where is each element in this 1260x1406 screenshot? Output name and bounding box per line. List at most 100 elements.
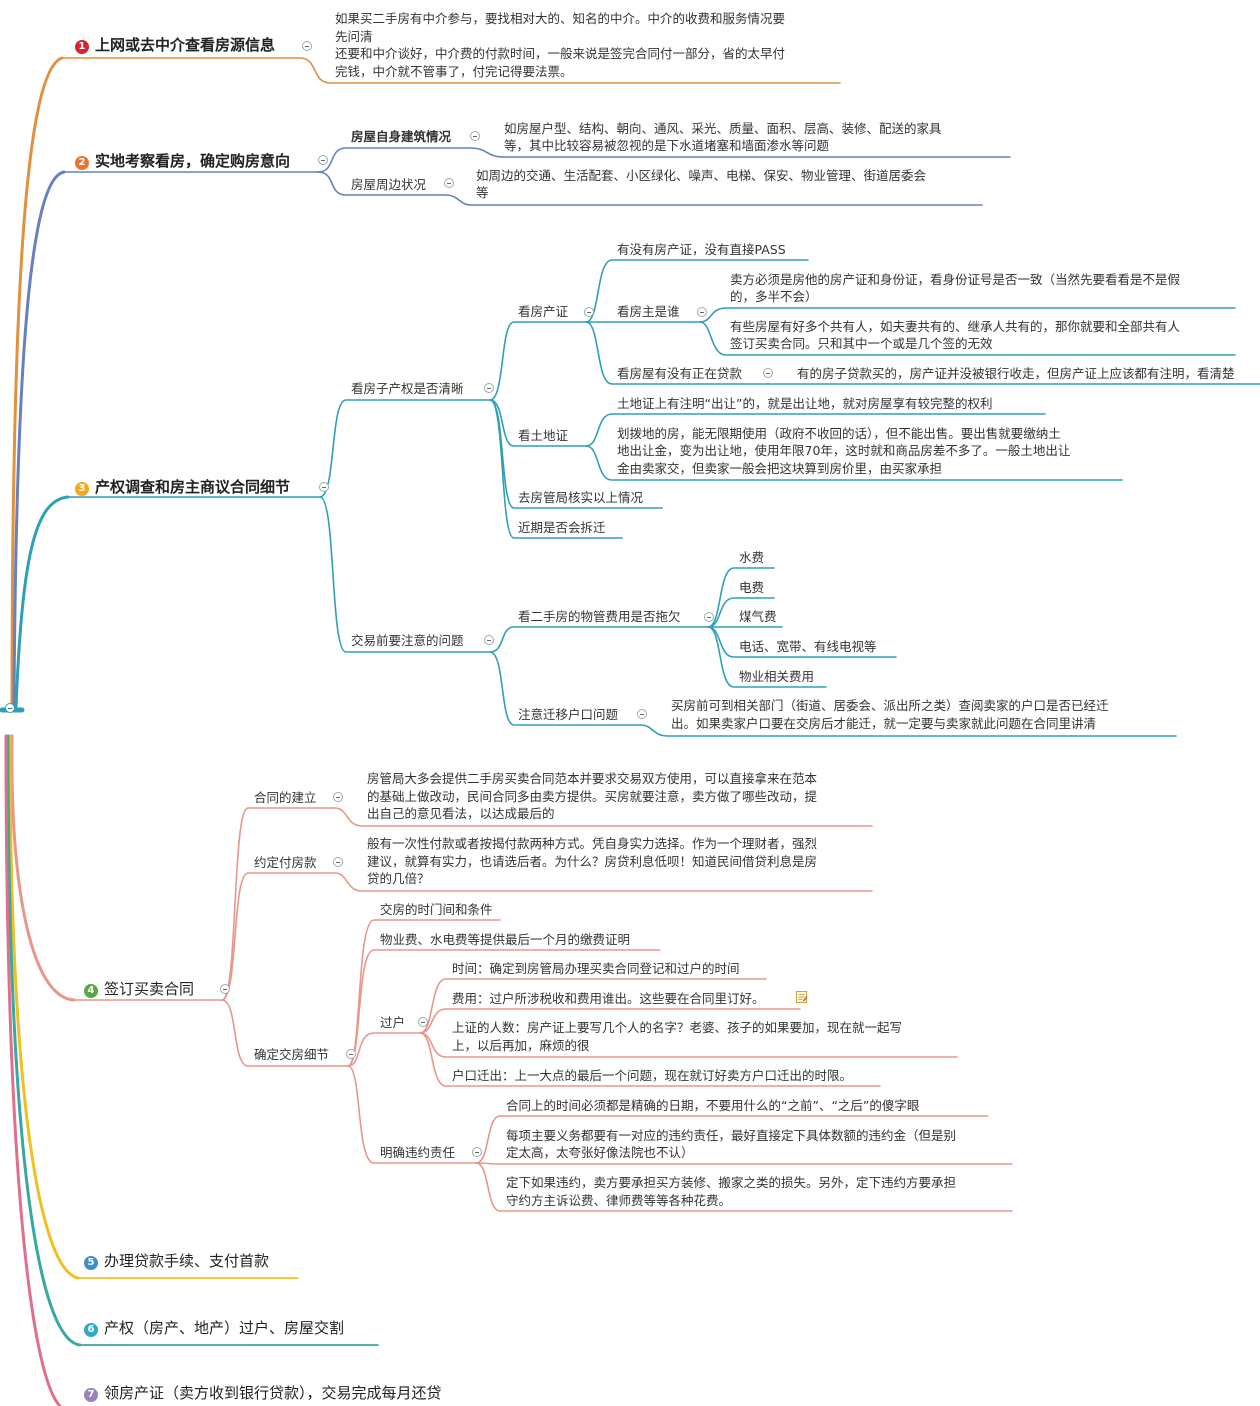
owner-detail-2-line-1: 有些房屋有好多个共有人，如夫妻共有的、继承人共有的，那你就要和全部共有人 [730,319,1181,334]
handover-time-item: 交房的时门间和条件 [380,902,493,917]
fee-electricity: 电费 [739,580,765,595]
handover-details-node[interactable]: 确定交房细节 [254,1047,330,1062]
owner-detail-2-line-2: 签订买卖合同。只和其中一个或是几个签的无效 [730,336,993,351]
property-certificate-node[interactable]: 看房产证 [518,304,569,319]
collapse-toggle-icon[interactable] [697,307,707,317]
title-holders-line-1: 上证的人数：房产证上要写几个人的名字？老婆、孩子的如果要加，现在就一起写 [452,1020,903,1035]
branch-1-note-line-1: 如果买二手房有中介参与，要找相对大的、知名的中介。中介的收费和服务情况要 [335,11,786,26]
payment-node[interactable]: 约定付房款 [254,855,317,870]
household-detail-line-2: 出。如果卖家户口要在交房后才能迁，就一定要与卖家就此问题在合同里讲清 [671,716,1097,731]
allocated-land-line-2: 地出让金，变为出让地，使用年限70年，这时就和商品房差不多了。一般土地出让 [617,443,1071,458]
badge-1: 1 [75,40,89,54]
surroundings-detail-1: 如周边的交通、生活配套、小区绿化、噪声、电梯、保安、物业管理、街道居委会 [476,168,927,183]
badge-5: 5 [84,1256,98,1270]
collapse-toggle-icon[interactable] [346,1049,356,1059]
collapse-toggle-icon[interactable] [704,612,714,622]
collapse-toggle-icon[interactable] [470,131,480,141]
badge-6: 6 [84,1323,98,1337]
collapse-toggle-icon[interactable] [484,635,494,645]
land-transfer-item: 土地证上有注明“出让”的，就是出让地，就对房屋享有较完整的权利 [617,396,993,411]
utility-proof-item: 物业费、水电费等提供最后一个月的缴费证明 [380,932,631,947]
payment-line-1: 般有一次性付款或者按揭付款两种方式。凭自身实力选择。作为一个理财者，强烈 [367,836,818,851]
collapse-toggle-icon[interactable] [418,1017,428,1027]
owner-detail-1-line-2: 的，多半不会） [730,289,818,304]
transfer-node[interactable]: 过户 [380,1015,406,1030]
payment-line-2: 建议，就算有实力，也请选后者。为什么？房贷利息低呗！知道民间借贷利息是房 [367,854,818,869]
fee-telecom: 电话、宽带、有线电视等 [739,639,877,654]
surroundings-detail-2: 等 [476,185,489,200]
fee-gas: 煤气费 [739,609,777,624]
collapse-toggle-icon[interactable] [319,482,329,492]
branch-2-label: 实地考察看房，确定购房意向 [95,152,291,170]
branch-5-title[interactable]: 5 办理贷款手续、支付首款 [84,1251,269,1271]
collapse-toggle-icon[interactable] [302,41,312,51]
fee-property: 物业相关费用 [739,669,815,684]
household-detail-line-1: 买房前可到相关部门（街道、居委会、派出所之类）查阅卖家的户口是否已经迁 [671,698,1109,713]
branch-1-title[interactable]: 1 上网或去中介查看房源信息 [75,35,275,55]
branch-7-title[interactable]: 7 领房产证（卖方收到银行贷款），交易完成每月还贷 [84,1383,442,1403]
payment-line-3: 贷的几倍？ [367,871,430,886]
collapse-toggle-icon[interactable] [584,307,594,317]
breach-liability-node[interactable]: 明确违约责任 [380,1145,456,1160]
demolition-item: 近期是否会拆迁 [518,520,606,535]
collapse-toggle-icon[interactable] [637,709,647,719]
title-holders-line-2: 上，以后再加，麻烦的很 [452,1038,590,1053]
collapse-toggle-icon[interactable] [472,1147,482,1157]
allocated-land-line-3: 金由卖家交，但卖家一般会把这块算到房价里，由买家承担 [617,461,943,476]
collapse-toggle-icon[interactable] [444,178,454,188]
collapse-toggle-icon[interactable] [484,383,494,393]
branch-2-title[interactable]: 2 实地考察看房，确定购房意向 [75,151,290,171]
collapse-toggle-icon[interactable] [333,792,343,802]
branch-1-note-line-3: 还要和中介谈好，中介费的付款时间，一般来说是签完合同付一部分，省的太早付 [335,46,786,61]
transfer-time-item: 时间：确定到房管局办理买卖合同登记和过户的时间 [452,961,740,976]
breach-penalty-line-1: 每项主要义务都要有一对应的违约责任，最好直接定下具体数额的违约金（但是别 [506,1128,957,1143]
breach-penalty-line-2: 定太高，太夸张好像法院也不认） [506,1145,694,1160]
building-condition-detail-2: 等，其中比较容易被忽视的是下水道堵塞和墙面渗水等问题 [504,138,830,153]
breach-losses-line-2: 守约方主诉讼费、律师费等等各种花费。 [506,1193,732,1208]
loan-check-detail: 有的房子贷款买的，房产证并没被银行收走，但房产证上应该都有注明，看清楚 [797,366,1235,381]
fees-overdue-node[interactable]: 看二手房的物管费用是否拖欠 [518,609,681,624]
collapse-toggle-icon[interactable] [318,155,328,165]
owner-detail-1-line-1: 卖方必须是房他的房产证和身份证，看身份证号是否一致（当然先要看看是不是假 [730,272,1181,287]
land-certificate-node[interactable]: 看土地证 [518,428,569,443]
has-certificate-item: 有没有房产证，没有直接PASS [617,242,786,257]
collapse-toggle-icon[interactable] [220,984,230,994]
building-condition-detail-1: 如房屋户型、结构、朝向、通风、采光、质量、面积、层高、装修、配送的家具 [504,121,942,136]
transfer-fee-item: 费用：过户所涉税收和费用谁出。这些要在合同里订好。 [452,991,765,1006]
badge-3: 3 [75,482,89,496]
contract-establish-line-2: 的基础上做改动，民间合同多由卖方提供。买房就要注意，卖方做了哪些改动，提 [367,789,818,804]
property-rights-node[interactable]: 看房子产权是否清晰 [351,381,464,396]
note-icon[interactable] [796,991,808,1003]
collapse-toggle-icon[interactable] [763,368,773,378]
branch-6-label: 产权（房产、地产）过户、房屋交割 [104,1319,345,1337]
pre-transaction-node[interactable]: 交易前要注意的问题 [351,633,464,648]
branch-5-label: 办理贷款手续、支付首款 [104,1252,270,1270]
branch-1-note-line-4: 完钱，中介就不管事了，付完记得要法票。 [335,64,573,79]
registration-move-item: 户口迁出：上一大点的最后一个问题，现在就订好卖方户口迁出的时限。 [452,1068,853,1083]
branch-4-label: 签订买卖合同 [104,980,195,998]
breach-dates-item: 合同上的时间必须都是精确的日期，不要用什么的“之前”、“之后”的傻字眼 [506,1098,920,1113]
loan-check-node[interactable]: 看房屋有没有正在贷款 [617,366,743,381]
owner-node[interactable]: 看房主是谁 [617,304,680,319]
building-condition-node[interactable]: 房屋自身建筑情况 [351,129,452,144]
branch-6-title[interactable]: 6 产权（房产、地产）过户、房屋交割 [84,1318,344,1338]
branch-4-title[interactable]: 4 签订买卖合同 [84,979,194,999]
surroundings-node[interactable]: 房屋周边状况 [351,177,427,192]
contract-establish-line-1: 房管局大多会提供二手房买卖合同范本并要求交易双方使用，可以直接拿来在范本 [367,771,818,786]
collapse-toggle-icon[interactable] [333,857,343,867]
allocated-land-line-1: 划拨地的房，能无限期使用（政府不收回的话），但不能出售。要出售就要缴纳土 [617,426,1061,441]
badge-7: 7 [84,1388,98,1402]
branch-1-label: 上网或去中介查看房源信息 [95,36,276,54]
household-registration-node[interactable]: 注意迁移户口问题 [518,707,619,722]
badge-2: 2 [75,156,89,170]
fee-water: 水费 [739,550,765,565]
breach-losses-line-1: 定下如果违约，卖方要承担买方装修、搬家之类的损失。另外，定下违约方要承担 [506,1175,957,1190]
contract-establish-node[interactable]: 合同的建立 [254,790,317,805]
branch-7-label: 领房产证（卖方收到银行贷款），交易完成每月还贷 [104,1384,442,1402]
contract-establish-line-3: 出自己的意见看法，以达成最后的 [367,806,555,821]
collapse-toggle-icon[interactable] [5,703,15,713]
badge-4: 4 [84,984,98,998]
